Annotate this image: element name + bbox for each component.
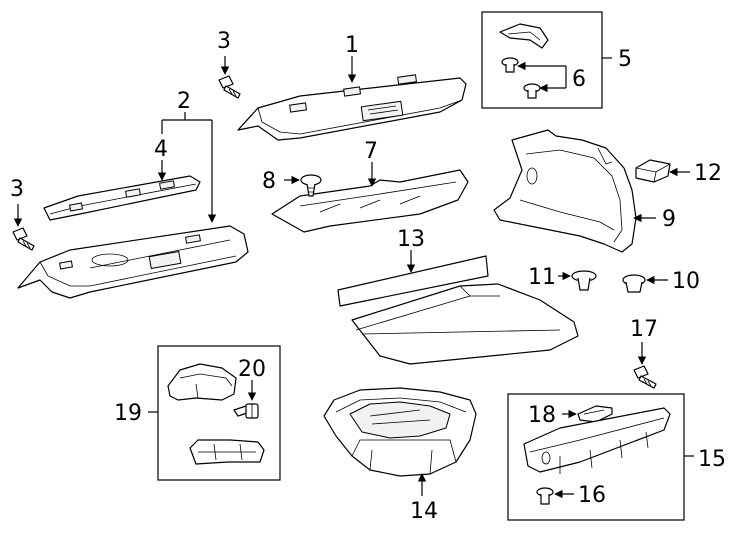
label-3-lower: 3 — [10, 177, 24, 202]
label-10: 10 — [672, 269, 700, 294]
part-10-plug — [622, 274, 646, 293]
label-1: 1 — [345, 33, 359, 58]
part-3-bolt-lower — [12, 227, 35, 251]
label-20: 20 — [238, 357, 266, 382]
group-box-19 — [157, 345, 281, 481]
part-13-floor-board — [337, 255, 579, 365]
part-14-storage-tub — [323, 387, 477, 477]
part-6-clip-lower — [523, 83, 541, 99]
part-4-tray-cover — [43, 175, 201, 221]
label-19: 19 — [114, 401, 142, 426]
part-19-holder — [167, 363, 237, 401]
label-12: 12 — [694, 161, 722, 186]
group-box-15 — [507, 393, 685, 521]
label-2: 2 — [177, 89, 191, 114]
label-15: 15 — [698, 447, 726, 472]
part-16-clip — [536, 487, 554, 505]
label-3-upper: 3 — [217, 29, 231, 54]
part-7-center-panel — [271, 169, 469, 233]
part-20-jack — [233, 403, 259, 419]
label-13: 13 — [397, 227, 425, 252]
part-17-bolt — [633, 365, 657, 389]
part-12-pad — [635, 159, 671, 183]
label-6: 6 — [572, 67, 586, 92]
label-8: 8 — [262, 169, 276, 194]
part-9-side-trim — [493, 129, 637, 253]
part-18-cover — [577, 405, 613, 423]
part-15-sill-plate — [523, 407, 671, 474]
label-14: 14 — [410, 499, 438, 524]
label-4: 4 — [154, 137, 168, 162]
label-9: 9 — [662, 207, 676, 232]
label-5: 5 — [618, 47, 632, 72]
part-6-clip-upper — [501, 57, 519, 73]
part-2-package-tray-lower — [17, 225, 249, 299]
label-7: 7 — [364, 139, 378, 164]
label-18: 18 — [528, 403, 556, 428]
part-3-bolt-upper — [218, 75, 241, 99]
part-1-package-tray — [237, 74, 467, 141]
group-box-5 — [481, 11, 603, 109]
label-17: 17 — [630, 317, 658, 342]
part-11-clip — [571, 270, 597, 291]
part-8-screw — [300, 174, 322, 197]
label-16: 16 — [578, 483, 606, 508]
part-5-bracket — [499, 23, 549, 49]
label-11: 11 — [528, 265, 556, 290]
part-19-tray — [189, 439, 265, 465]
